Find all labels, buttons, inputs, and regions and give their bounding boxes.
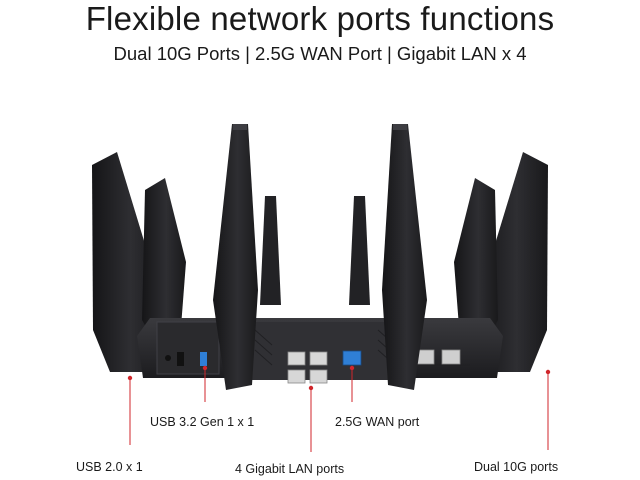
antenna-thin-right: [349, 196, 370, 305]
callout-lan-ports: 4 Gigabit LAN ports: [235, 462, 345, 476]
lan-ports: [287, 351, 328, 384]
antenna-second-right: [454, 178, 498, 348]
antenna-second-left: [142, 178, 186, 348]
antenna-tall-right: [382, 124, 427, 390]
callout-wan-port: 2.5G WAN port: [335, 415, 420, 429]
page-title: Flexible network ports functions: [85, 0, 555, 37]
antenna-thin-left: [260, 196, 281, 305]
usb-2-port: [177, 352, 184, 366]
router-body: [137, 318, 503, 384]
callout-usb-3: USB 3.2 Gen 1 x 1: [150, 415, 255, 429]
ten-g-ports: [415, 349, 461, 365]
callout-usb-2: USB 2.0 x 1: [76, 460, 143, 474]
callout-10g-ports: Dual 10G ports: [474, 460, 559, 474]
callout-lines: [129, 368, 549, 452]
page-subtitle: Dual 10G Ports | 2.5G WAN Port | Gigabit…: [113, 43, 527, 64]
wan-port: [342, 350, 362, 366]
antenna-tall-left: [213, 124, 258, 390]
usb-3-port: [200, 352, 207, 366]
